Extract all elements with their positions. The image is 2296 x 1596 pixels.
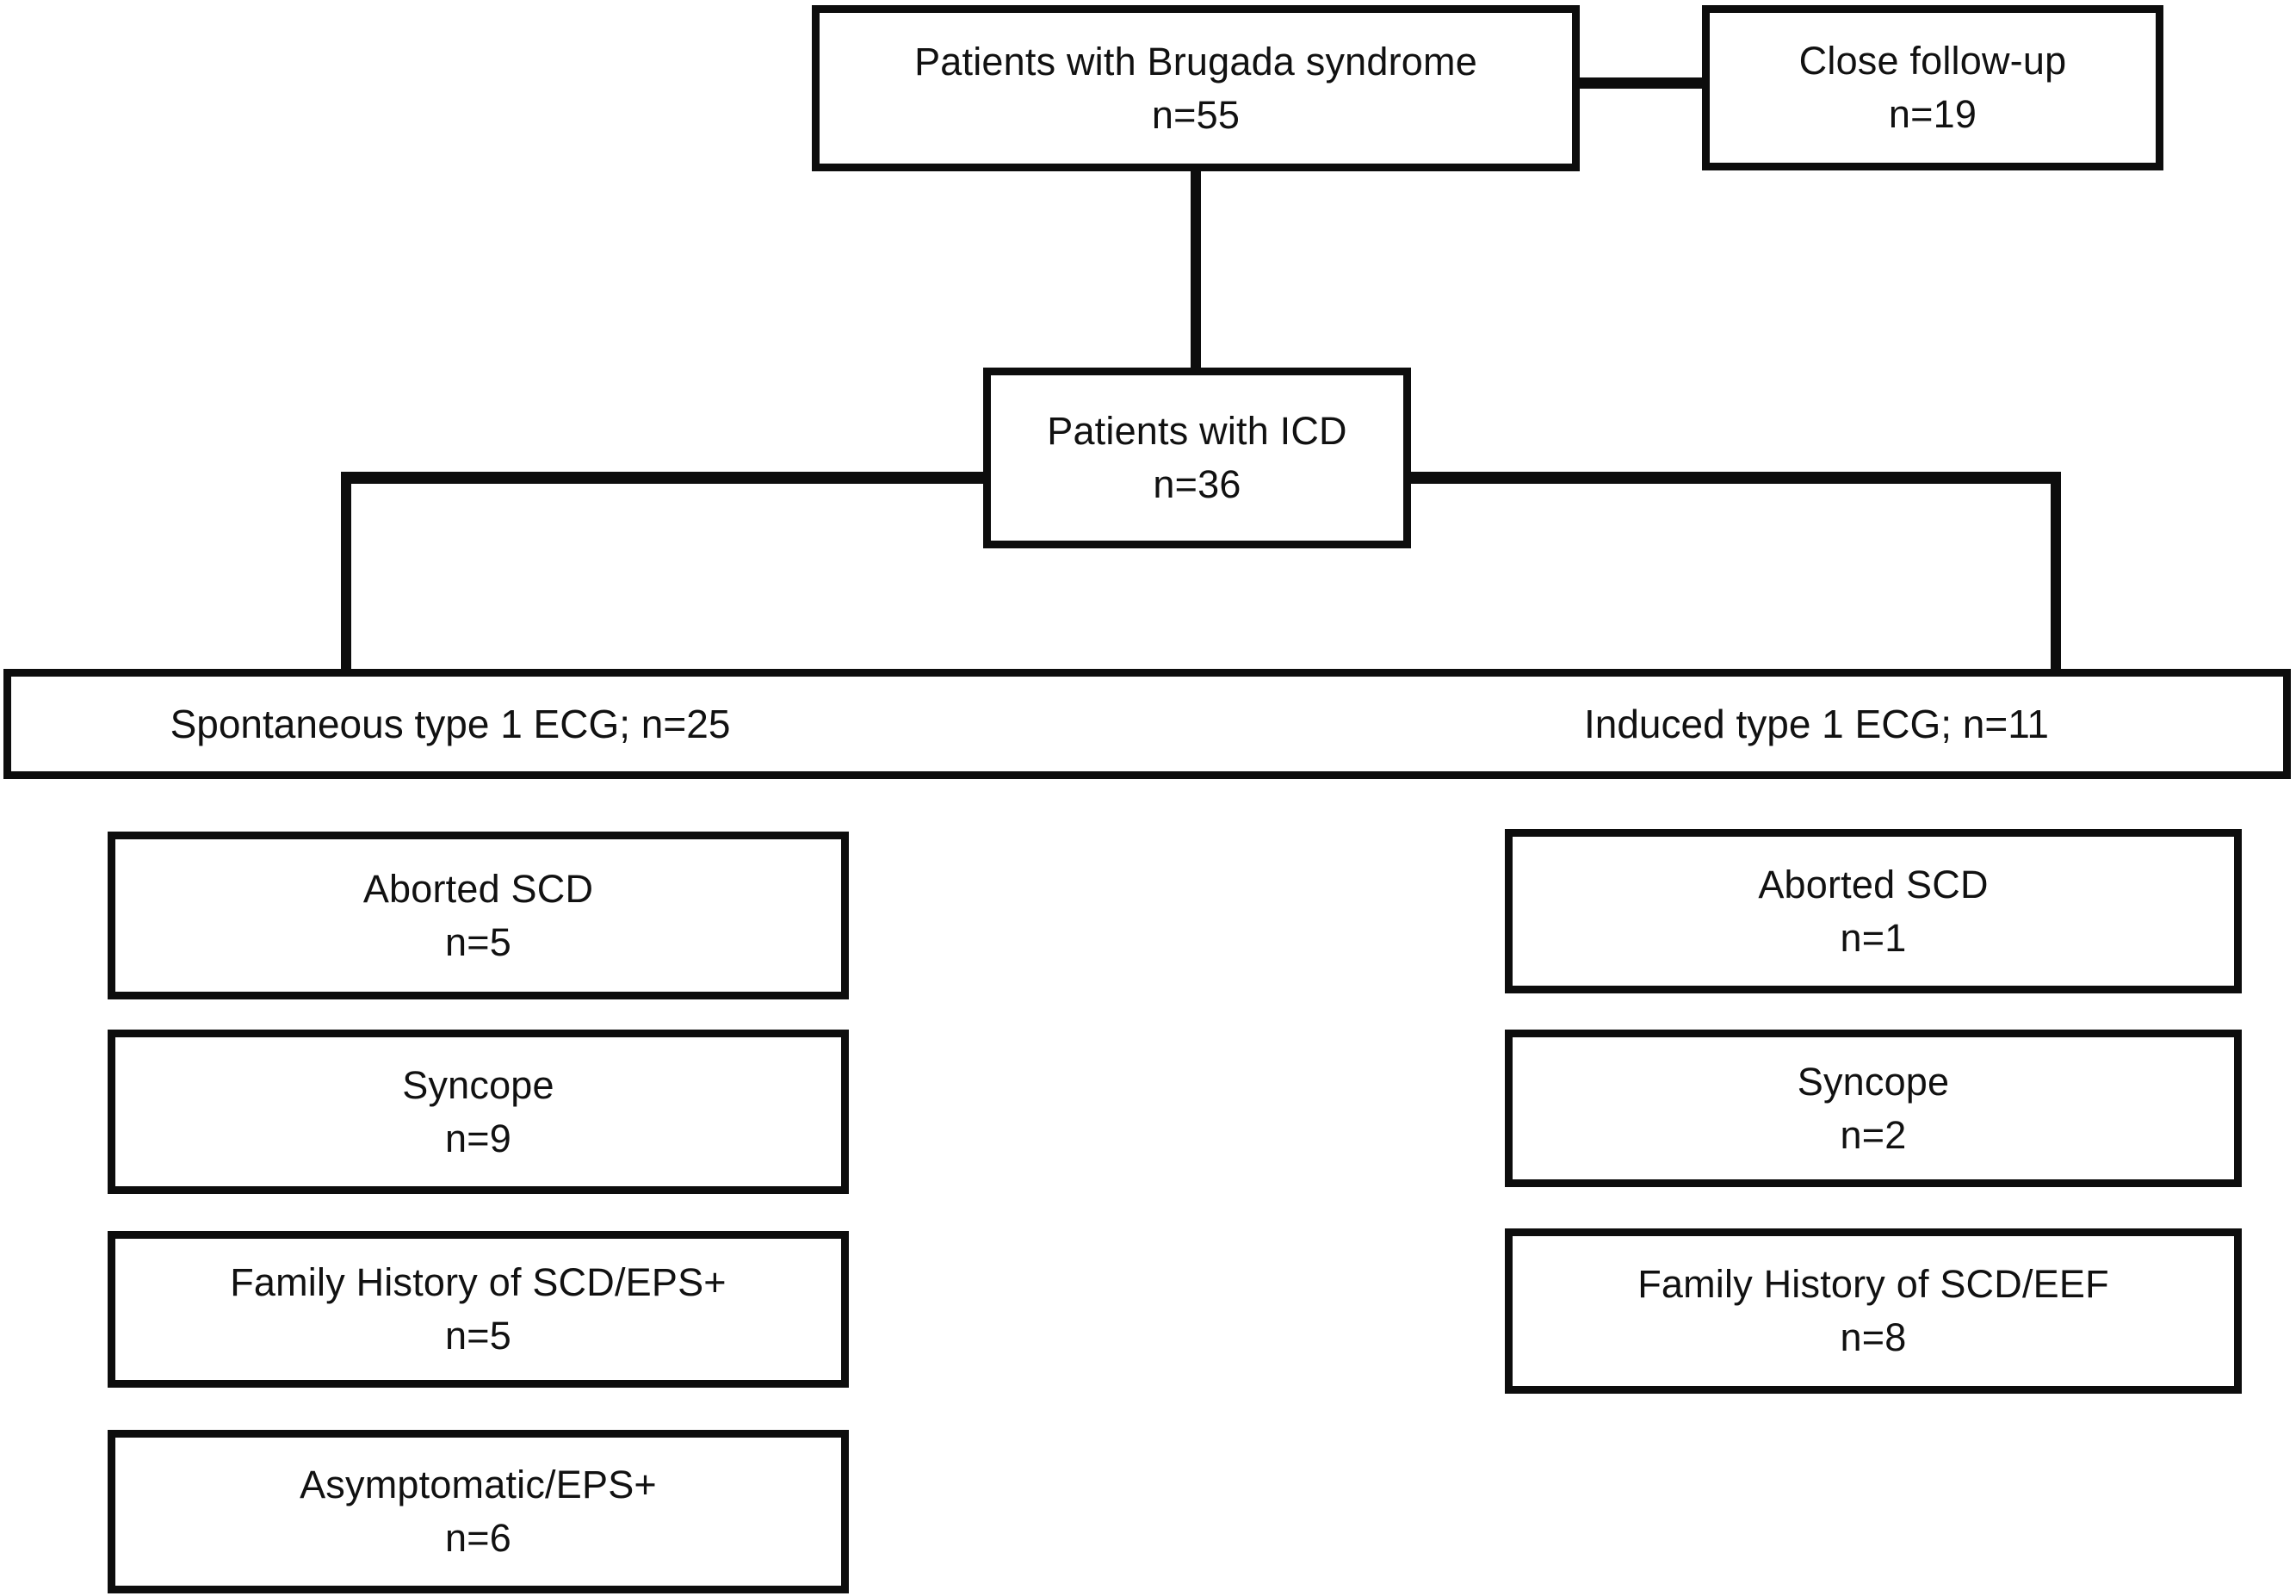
node-spontaneous-aborted-scd-count: n=5 xyxy=(445,919,511,964)
connector-brugada-to-icd xyxy=(1191,169,1201,372)
node-spontaneous-family-history: Family History of SCD/EPS+ n=5 xyxy=(108,1231,849,1388)
node-induced-aborted-scd: Aborted SCD n=1 xyxy=(1505,829,2242,993)
connector-icd-left-horizontal xyxy=(341,472,988,484)
node-spontaneous-aborted-scd: Aborted SCD n=5 xyxy=(108,832,849,999)
node-induced-syncope-count: n=2 xyxy=(1840,1112,1907,1157)
node-spontaneous-syncope-count: n=9 xyxy=(445,1116,511,1160)
node-ecg-split: Spontaneous type 1 ECG; n=25 Induced typ… xyxy=(3,669,2291,779)
node-spontaneous-syncope-label: Syncope xyxy=(402,1062,554,1107)
node-brugada-label: Patients with Brugada syndrome xyxy=(914,39,1477,84)
node-spontaneous-asymptomatic: Asymptomatic/EPS+ n=6 xyxy=(108,1430,849,1593)
node-close-follow-up-count: n=19 xyxy=(1888,92,1977,136)
node-induced-family-history-count: n=8 xyxy=(1840,1315,1907,1359)
label-induced-type1-ecg: Induced type 1 ECG; n=11 xyxy=(1583,702,2049,746)
connector-brugada-to-followup xyxy=(1575,77,1705,89)
node-close-follow-up-label: Close follow-up xyxy=(1798,39,2067,83)
node-close-follow-up: Close follow-up n=19 xyxy=(1702,5,2163,170)
connector-icd-right-horizontal xyxy=(1407,472,2061,484)
node-brugada-syndrome: Patients with Brugada syndrome n=55 xyxy=(812,5,1580,171)
node-spontaneous-asymptomatic-count: n=6 xyxy=(445,1516,511,1560)
node-spontaneous-family-history-label: Family History of SCD/EPS+ xyxy=(230,1260,727,1304)
node-spontaneous-aborted-scd-label: Aborted SCD xyxy=(362,866,594,911)
node-induced-family-history-label: Family History of SCD/EEF xyxy=(1637,1262,2109,1306)
node-brugada-count: n=55 xyxy=(1151,92,1241,137)
node-induced-family-history: Family History of SCD/EEF n=8 xyxy=(1505,1228,2242,1394)
node-spontaneous-asymptomatic-label: Asymptomatic/EPS+ xyxy=(300,1463,657,1506)
node-patients-icd: Patients with ICD n=36 xyxy=(983,368,1411,548)
connector-icd-left-vertical xyxy=(341,472,351,673)
node-patients-icd-label: Patients with ICD xyxy=(1047,409,1347,453)
node-induced-aborted-scd-count: n=1 xyxy=(1840,915,1907,960)
label-spontaneous-type1-ecg: Spontaneous type 1 ECG; n=25 xyxy=(170,702,731,746)
node-induced-syncope: Syncope n=2 xyxy=(1505,1030,2242,1187)
node-patients-icd-count: n=36 xyxy=(1153,462,1241,506)
node-spontaneous-family-history-count: n=5 xyxy=(445,1314,511,1358)
node-induced-syncope-label: Syncope xyxy=(1797,1059,1950,1104)
connector-icd-right-vertical xyxy=(2051,472,2061,673)
node-spontaneous-syncope: Syncope n=9 xyxy=(108,1030,849,1194)
node-induced-aborted-scd-label: Aborted SCD xyxy=(1758,862,1989,906)
